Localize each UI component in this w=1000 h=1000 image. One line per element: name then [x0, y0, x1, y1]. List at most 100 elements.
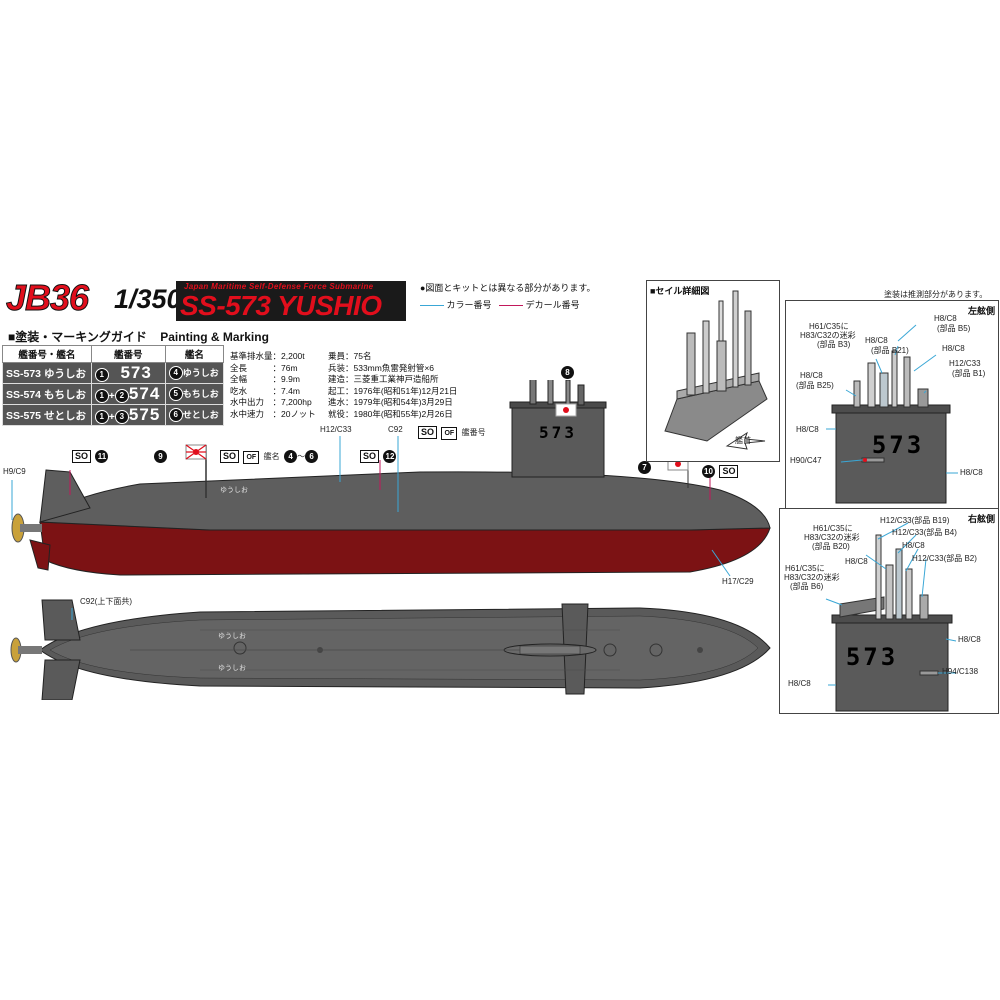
spec-line: 乗員：75名: [328, 351, 372, 361]
title-bar: [176, 281, 406, 321]
label: H83/C32の迷彩: [800, 331, 856, 340]
decal-number: 1: [94, 389, 109, 404]
decal-so-11: SO 11: [72, 446, 109, 464]
estimate-note: 塗装は推測部分があります。: [884, 290, 988, 299]
starboard-hull-number: 573: [846, 643, 898, 671]
label-h9c9: H9/C9: [3, 467, 26, 476]
label: (部品 B25): [796, 381, 834, 390]
port-sail-drawing: 573: [826, 324, 958, 504]
sail-detail-panel: ■セイル詳細図 艦首: [646, 280, 780, 462]
top-view-drawing: ゆうしお ゆうしお: [10, 599, 771, 700]
label: H12/C33(部品 B19): [880, 516, 950, 525]
label: (部品 B20): [812, 542, 850, 551]
label-c92: C92: [388, 425, 403, 434]
label: H8/C8: [800, 371, 823, 380]
specs-right: 乗員：75名 兵装：533mm魚雷発射管×6 建造：三菱重工業神戸造船所 起工：…: [328, 351, 457, 421]
decal-number: 6: [305, 450, 319, 463]
decal-number: 5: [168, 387, 183, 402]
decal-number: 11: [95, 450, 109, 463]
so-marker: SO: [72, 450, 92, 463]
spec-line: 水中速力 ：20ノット: [230, 408, 316, 419]
decal-so-10: 10 SO: [702, 461, 739, 479]
label: H61/C35に: [785, 564, 825, 573]
port-hull-number: 573: [872, 431, 924, 459]
spec-line: 進水：1979年(昭和54年)3月29日: [328, 397, 453, 408]
spec-line: 全長 ：76m: [230, 362, 298, 373]
label-c92-top: C92(上下面共): [80, 597, 133, 606]
so-marker: SO: [719, 465, 739, 478]
guide-jp: ■塗装・マーキングガイド: [8, 330, 147, 344]
color-legend: カラー番号 デカール番号: [420, 298, 580, 311]
label: H61/C35に: [809, 322, 849, 331]
hull-number: 575: [128, 405, 161, 424]
label: H90/C47: [790, 456, 822, 465]
decal-number: 1: [94, 410, 109, 425]
ship-name-box-label: 艦名: [263, 452, 280, 461]
label: H12/C33: [949, 359, 981, 368]
hull-number: 573: [120, 363, 152, 382]
sail-detail-title: ■セイル詳細図: [650, 286, 710, 296]
spec-line: 全幅 ：9.9m: [230, 374, 300, 385]
spec-line: 基準排水量：2,200t: [230, 351, 305, 361]
label: H8/C8: [958, 635, 981, 644]
label: H8/C8: [788, 679, 811, 688]
decal-number: 9: [154, 450, 167, 463]
port-detail-panel: 左舷側 573 H8/C8 (部品 B21) H61/C35に H83/C32の…: [785, 300, 999, 510]
kit-code: JB36: [5, 277, 89, 319]
guide-en: Painting & Marking: [160, 330, 269, 344]
spec-line: 兵装：533mm魚雷発射管×6: [328, 362, 435, 373]
ship-name-decal: ゆうしお: [182, 367, 219, 378]
decal-number: 4: [284, 450, 298, 463]
decal-number: 7: [638, 461, 651, 474]
label: H8/C8: [845, 557, 868, 566]
port-side-title: 左舷側: [967, 306, 995, 316]
decal-7: 7: [638, 457, 651, 475]
decal-8: 8: [561, 362, 574, 380]
bow-direction-label: 艦首: [735, 436, 751, 445]
spec-line: 水中出力 ：7,200hp: [230, 397, 312, 408]
so-marker: SO: [418, 426, 438, 439]
ship-name-decal: せとしお: [182, 409, 219, 420]
ship-name: SS-573 ゆうしお: [2, 362, 92, 384]
spec-line: 起工：1976年(昭和51年)12月21日: [328, 385, 458, 396]
label: H61/C35に: [813, 524, 853, 533]
decal-legend-label: デカール番号: [525, 300, 580, 310]
decal-9: 9: [154, 446, 167, 464]
starboard-side-title: 右舷側: [967, 514, 995, 524]
decal-number: 6: [168, 408, 183, 423]
spec-line: 就役：1980年(昭和55年)2月26日: [328, 408, 453, 419]
label: H12/C33(部品 B4): [892, 528, 957, 537]
so-marker: SO: [220, 450, 240, 463]
of-marker: OF: [441, 427, 458, 440]
kit-title: SS-573 YUSHIO: [180, 290, 382, 321]
sail-hull-number: 573: [539, 423, 577, 442]
label: H83/C32の迷彩: [804, 533, 860, 542]
color-legend-label: カラー番号: [446, 300, 492, 310]
decal-number: 12: [383, 450, 397, 463]
starboard-sail-drawing: 573: [825, 522, 957, 712]
decal-number: 4: [168, 366, 183, 381]
difference-note: ●図面とキットとは異なる部分があります。: [420, 283, 596, 293]
label: H12/C33(部品 B2): [912, 554, 977, 563]
label: H8/C8: [865, 336, 888, 345]
kit-scale: 1/350: [114, 284, 182, 314]
label-h17c29: H17/C29: [722, 577, 754, 586]
ship-table-header: 艦番号: [90, 345, 166, 363]
decal-so-12: SO 12: [360, 446, 397, 464]
sail-3d-drawing: [664, 290, 768, 450]
top-name-right: ゆうしお: [218, 664, 246, 672]
label: H8/C8: [902, 541, 925, 550]
hull-number: 574: [128, 384, 161, 403]
spec-line: 吃水 ：7.4m: [230, 385, 300, 396]
specs-left: 基準排水量：2,200t 全長 ：76m 全幅 ：9.9m 吃水 ：7.4m 水…: [230, 351, 316, 421]
label: H94/C138: [942, 667, 979, 676]
side-view-drawing: 573 ゆうしお: [11, 380, 771, 577]
painting-guide-heading: ■塗装・マーキングガイド Painting & Marking: [8, 328, 269, 345]
hull-number-box: SO OF 艦番号: [418, 422, 486, 440]
label: H8/C8: [960, 468, 983, 477]
ship-name: SS-575 せとしお: [2, 404, 92, 426]
label: (部品 B21): [871, 346, 909, 355]
